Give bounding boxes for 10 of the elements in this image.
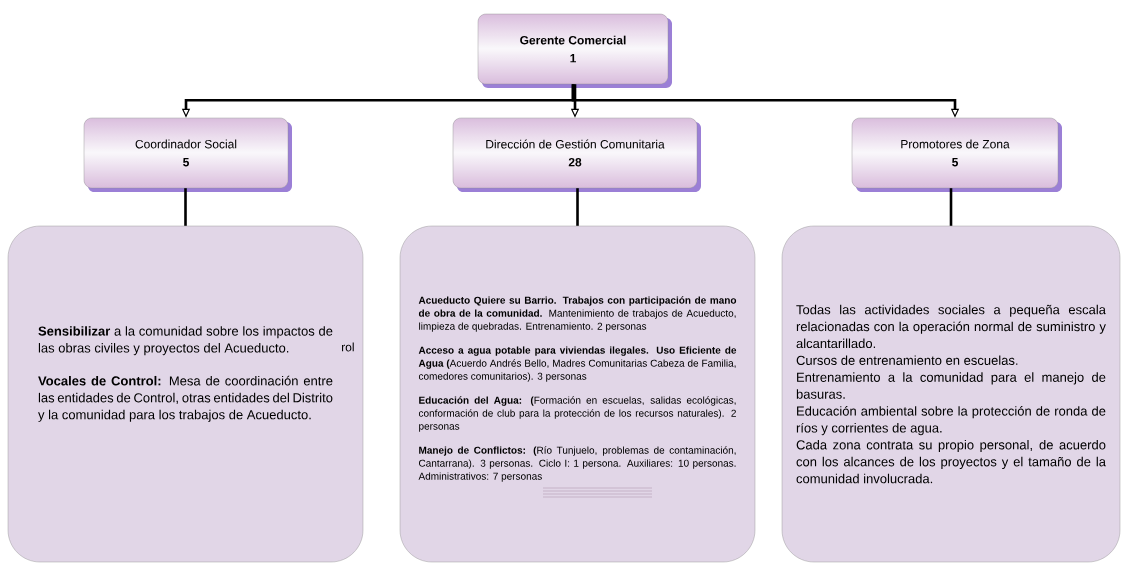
description-box: Acueducto Quiere su Barrio. Trabajos con participación de mano de obra de la comunidad. Mantenimiento de trabajos de Acueducto, limpieza de quebradas. Entrenamiento. 2 personas Acceso a agua potable para viviendas ilegales. Uso Eficiente de Agua (Acuerdo Andrés Bello, Madres Comunitarias Cabeza de Familia, comedores comunitarios). 3 personas Educación del Agua: (Formación en escuelas, salidas ecológicas, conformación de club para la protección de los recursos naturales). 2 personas Manejo de Conflictos: (Río Tunjuelo, problemas de contaminación, Cantarrana). 3 personas. Ciclo I: 1 persona. Auxiliares: 10 personas. Administrativos: 7 personas <box>399 225 756 563</box>
stray-text: rol <box>342 342 354 352</box>
connector <box>184 188 187 226</box>
description-box: Todas las actividades sociales a pequeña escala relacionadas con la operación normal de suministro y alcantarillado. Cursos de entrenamiento en escuelas. Entrenamiento a la comunidad para el manejo de basuras. Educación ambiental sobre la protección de ronda de ríos y corrientes de agua. Cada zona contrata su propio personal, de acuerdo con los alcances de los proyectos y el tamaño de la comunidad involucrada. <box>781 225 1121 563</box>
connector <box>576 188 579 226</box>
position-box: Promotores de Zona 5 <box>851 117 1062 192</box>
position-box: Gerente Comercial 1 <box>477 13 672 88</box>
position-box: Coordinador Social 5 <box>83 117 292 192</box>
connector <box>949 188 953 226</box>
position-box: Dirección de Gestión Comunitaria 28 <box>452 117 701 192</box>
